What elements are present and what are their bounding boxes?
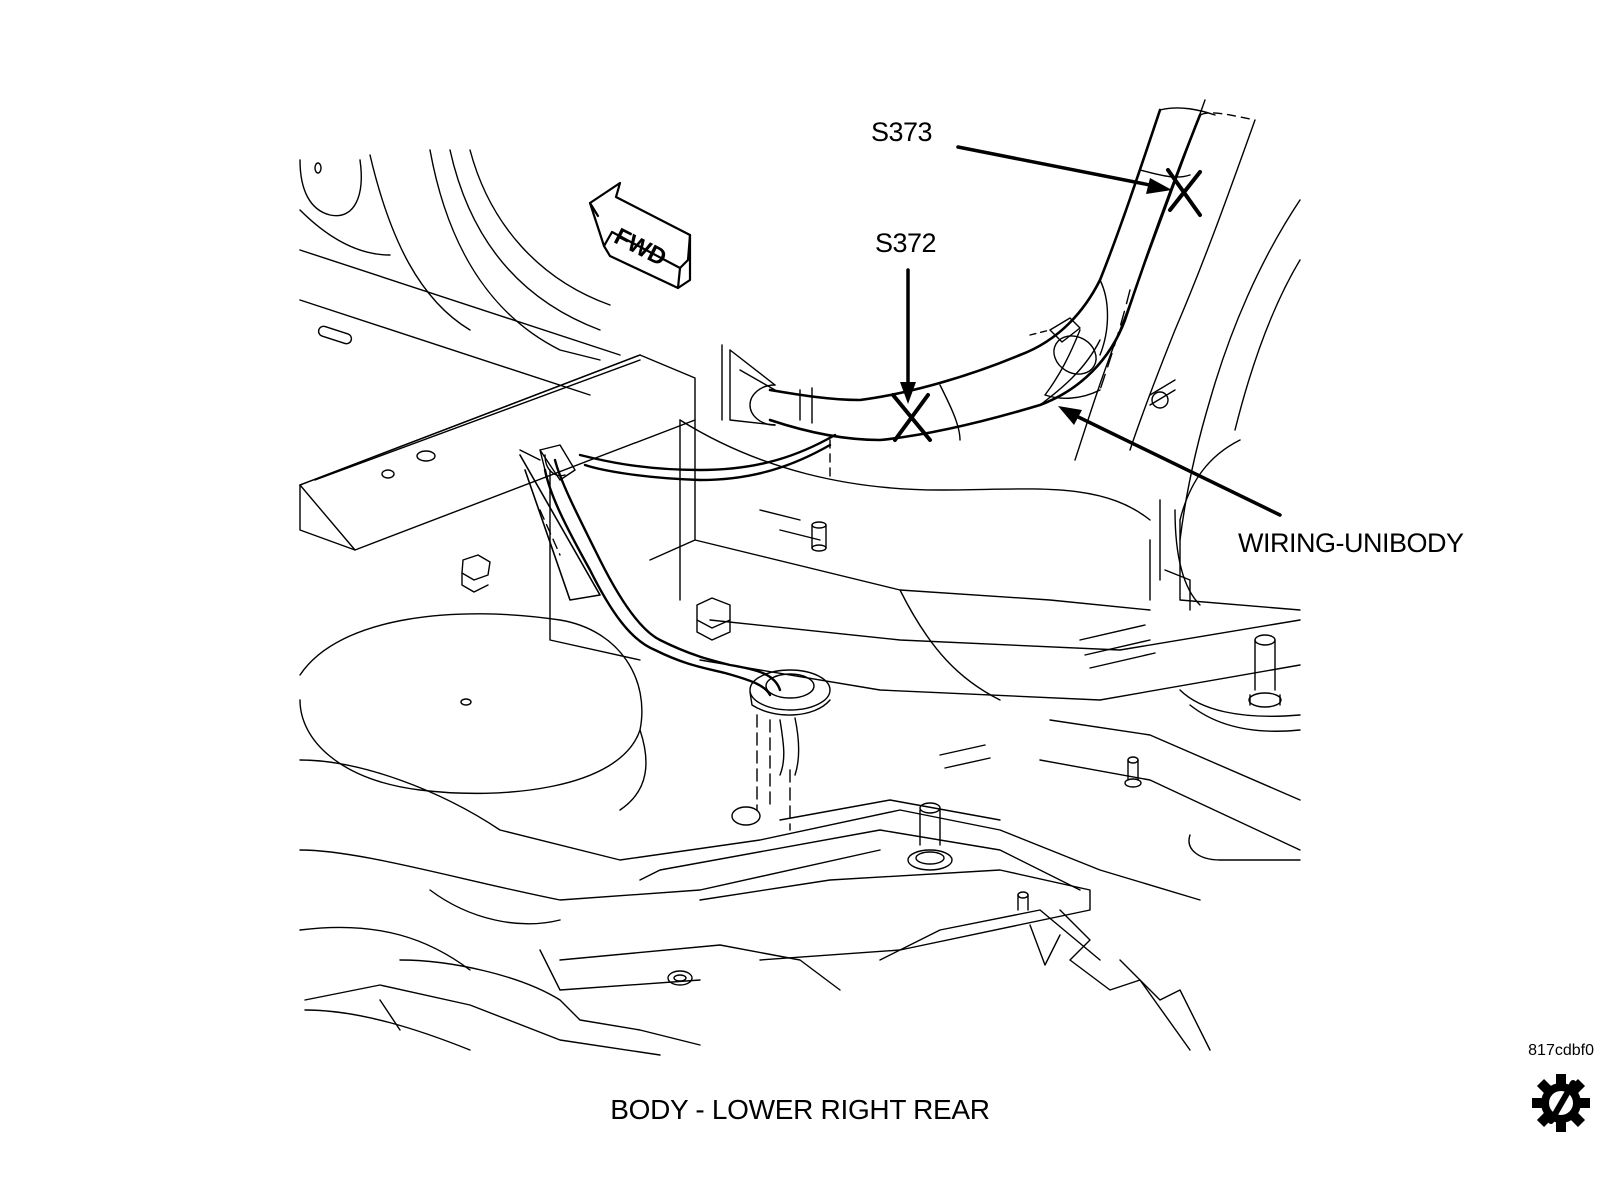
studs-and-bolts [461,521,1282,911]
lower-floor-pan [299,759,1211,1056]
rear-floor-panel [679,419,1301,861]
callout-s372: S372 [875,228,937,258]
spare-tire-well [299,613,647,811]
branch-wire [519,433,837,831]
callout-arrows [900,145,1282,517]
callout-wiring-unibody: WIRING-UNIBODY [1238,528,1464,558]
gear-slash-logo-icon [1532,1074,1590,1132]
upper-body-panels [299,149,621,396]
splice-marks [891,168,1202,442]
diagram-caption: BODY - LOWER RIGHT REAR [610,1094,990,1125]
callout-s373: S373 [871,117,933,147]
fwd-arrow-icon [588,181,692,290]
reference-code: 817cdbf0 [1528,1042,1594,1059]
wiring-harness [721,107,1256,481]
crossmember [299,354,696,661]
